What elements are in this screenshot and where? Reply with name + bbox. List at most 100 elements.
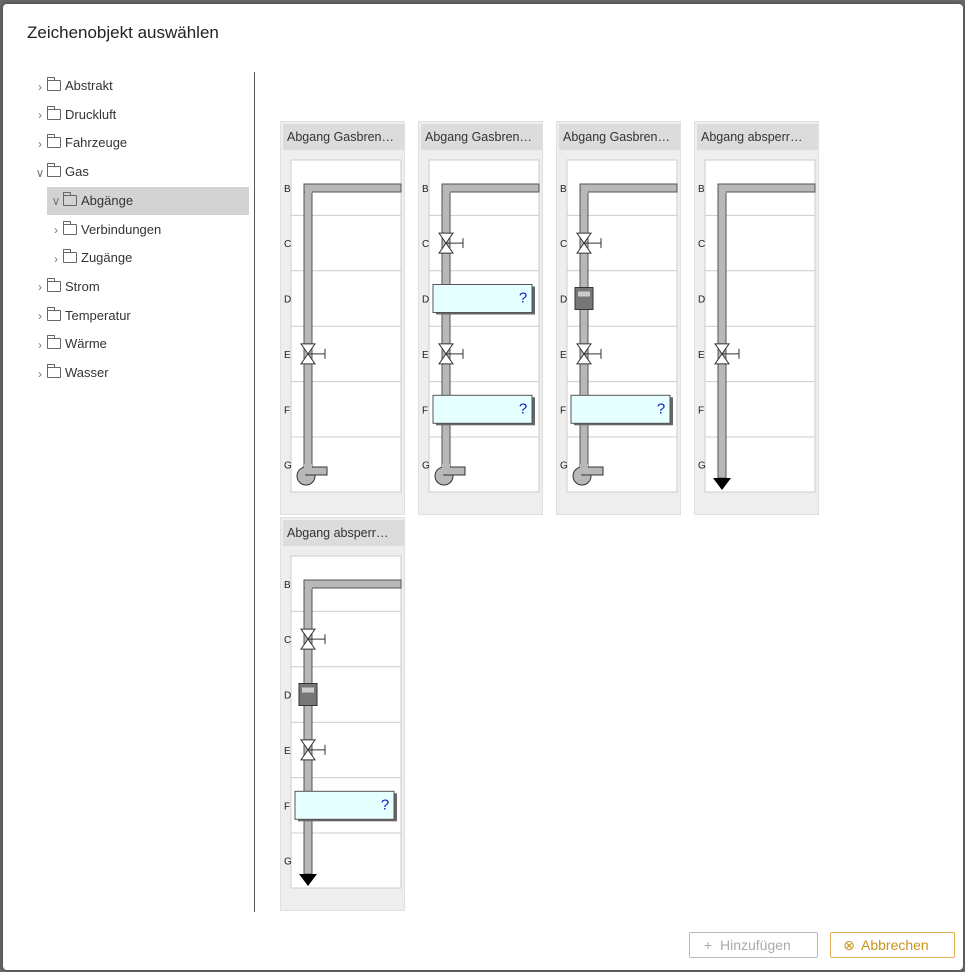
tree-item-label: Zugänge (81, 250, 133, 266)
pipe-header (579, 183, 678, 193)
row-label: C (422, 239, 429, 250)
chevron-right-icon[interactable]: › (38, 108, 42, 123)
consumer-box: ? (432, 394, 535, 426)
help-icon: ? (519, 290, 527, 307)
tree-item[interactable]: ›Wasser (35, 359, 109, 387)
help-icon: ? (381, 796, 389, 813)
consumer-box: ? (570, 394, 673, 426)
folder-icon (47, 77, 61, 92)
burner-icon (434, 464, 466, 486)
folder-icon (47, 134, 61, 149)
tree-item[interactable]: ›Verbindungen (51, 216, 161, 244)
folder-icon (47, 364, 61, 379)
valve-icon (300, 739, 326, 761)
row-label: G (422, 461, 430, 472)
tree-item[interactable]: › Temperatur (35, 302, 131, 330)
row-label: B (284, 184, 291, 195)
tree-item-label: Temperatur (65, 307, 131, 323)
folder-icon (63, 191, 77, 206)
folder-icon (47, 163, 61, 178)
row-label: G (284, 857, 292, 868)
row-label: C (284, 239, 291, 250)
tree-item-label: Abgänge (81, 192, 134, 208)
row-label: F (560, 405, 566, 416)
pipe-header (303, 183, 402, 193)
help-icon: ? (519, 400, 527, 417)
folder-icon (47, 105, 61, 120)
row-label: F (422, 405, 428, 416)
row-label: D (560, 295, 567, 306)
tree-item-label: Abstrakt (65, 78, 113, 93)
chevron-right-icon[interactable]: › (38, 280, 42, 295)
row-label: E (422, 350, 429, 361)
tree-item[interactable]: ∨ Abgänge (47, 186, 249, 215)
plus-icon: + (703, 937, 713, 953)
tree-item-label: Druckluft (65, 106, 117, 122)
flow-arrow-icon (299, 874, 317, 886)
tree-item[interactable]: ›Wärme (35, 330, 107, 358)
symbol-card-title: Abgang Gasbren… (559, 124, 680, 150)
flow-arrow-icon (713, 478, 731, 490)
pipe-vertical (303, 583, 313, 875)
burner-icon (296, 464, 328, 486)
folder-icon (47, 277, 61, 292)
pipe-header (303, 579, 402, 589)
chevron-right-icon[interactable]: › (38, 136, 42, 151)
tree-item[interactable]: › Strom (35, 273, 100, 301)
pipe-vertical (717, 187, 727, 479)
chevron-down-icon[interactable]: ∨ (51, 194, 61, 209)
add-button[interactable]: +Hinzufügen (689, 932, 818, 958)
tree-item[interactable]: › Druckluft (35, 101, 116, 129)
valve-icon (576, 343, 602, 365)
chevron-right-icon[interactable]: › (54, 251, 58, 266)
row-label: D (284, 691, 291, 702)
help-icon: ? (657, 400, 665, 417)
chevron-right-icon[interactable]: › (38, 337, 42, 352)
tree-item[interactable]: › Zugänge (51, 244, 132, 272)
pipe-vertical (441, 187, 451, 475)
row-label: F (284, 405, 290, 416)
row-label: B (422, 184, 429, 195)
row-label: G (560, 461, 568, 472)
consumer-box: ? (294, 790, 397, 822)
chevron-right-icon[interactable]: › (38, 79, 42, 94)
tree-item[interactable]: ∨ Gas (35, 158, 89, 186)
folder-icon (47, 306, 61, 321)
row-label: E (560, 350, 567, 361)
tree-item[interactable]: › Fahrzeuge (35, 129, 127, 157)
row-label: E (284, 350, 291, 361)
folder-icon (47, 335, 61, 350)
panel-divider[interactable] (254, 72, 255, 912)
folder-icon (63, 220, 77, 235)
row-label: B (284, 580, 291, 591)
pipe-header (441, 183, 540, 193)
cancel-button[interactable]: ⊗Abbrechen (830, 932, 955, 958)
symbol-card-title: Abgang absperr… (283, 520, 404, 546)
valve-icon (576, 232, 602, 254)
row-label: D (698, 295, 705, 306)
tree-item-label: Fahrzeuge (65, 135, 128, 151)
row-label: C (284, 635, 291, 646)
valve-icon (714, 343, 740, 365)
chevron-right-icon[interactable]: › (38, 366, 42, 381)
gas-meter-icon (298, 683, 318, 706)
tree-item-label: Strom (65, 278, 100, 294)
tree-item-label: Gas (65, 164, 89, 180)
chevron-down-icon[interactable]: ∨ (35, 165, 45, 180)
tree-item[interactable]: › Abstrakt (35, 72, 113, 100)
gas-meter-icon (574, 287, 594, 310)
row-label: E (698, 350, 705, 361)
symbol-card-title: Abgang Gasbren… (283, 124, 404, 150)
chevron-right-icon[interactable]: › (54, 223, 58, 238)
dialog: Zeichenobjekt auswählen ›Abstrakt›Druckl… (3, 4, 963, 970)
chevron-right-icon[interactable]: › (38, 309, 42, 324)
row-label: G (698, 461, 706, 472)
